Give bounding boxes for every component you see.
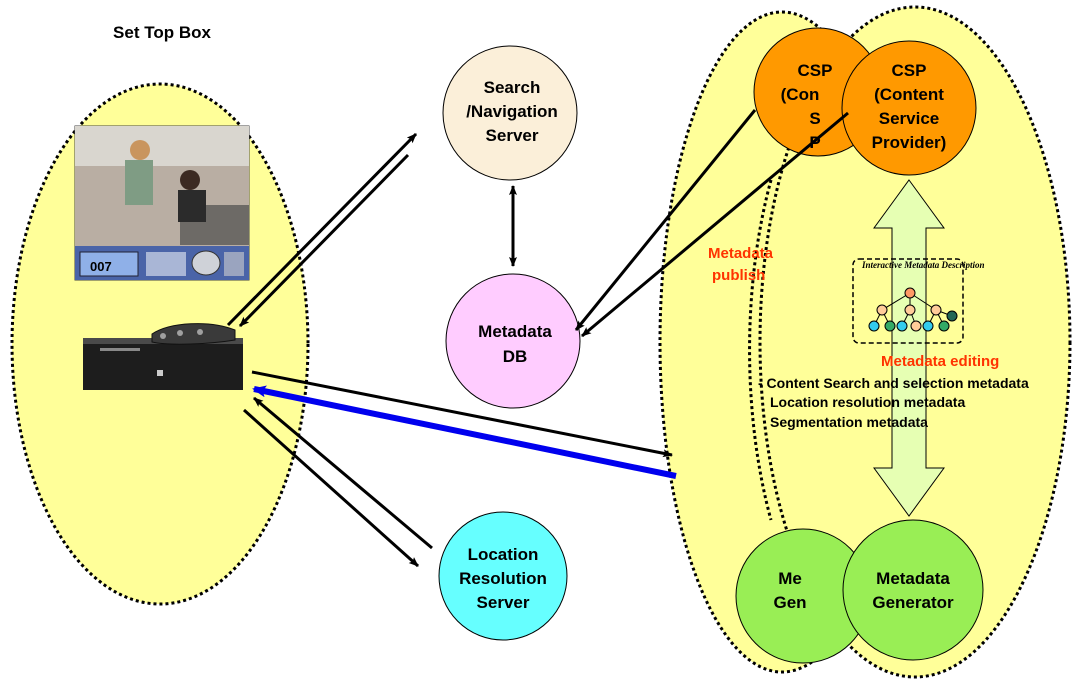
search-navigation-server-node [442,45,578,181]
csp-back-label-2: (Con [781,85,820,104]
generator-front-label-1: Metadata [876,569,950,588]
generator-front-label-2: Generator [872,593,954,612]
generator-back-label-1: Me [778,569,802,588]
arrow-stb-to-search [226,132,418,327]
search-server-label-3: Server [486,126,539,145]
location-resolution-server-node [438,511,568,641]
location-server-label-3: Server [477,593,530,612]
generator-front-node [842,519,984,661]
csp-back-label-3: S [809,109,820,128]
metadata-editing-label: Metadata editing [881,353,999,370]
csp-back-label-1: CSP [798,61,833,80]
location-server-label-2: Resolution [459,569,547,588]
csp-front-label-2: (Content [874,85,944,104]
arrow-csp-front-to-db [581,111,849,338]
metadata-db-node [445,273,581,409]
arrow-stb-to-provider [251,370,673,458]
metadata-db-label-1: Metadata [478,322,552,341]
arrow-csp-back-to-db [574,109,757,331]
tv-channel-number: 007 [90,259,112,274]
arrow-search-to-stb [238,153,410,328]
set-top-box-title: Set Top Box [113,23,211,42]
search-server-label-2: /Navigation [466,102,558,121]
arrow-stb-to-location [242,408,420,568]
metadata-type-2: Location resolution metadata [770,394,965,410]
metadata-editing-double-arrow [873,179,945,517]
location-server-label-1: Location [468,545,539,564]
metadata-publish-label-1: Metadata [708,245,774,262]
set-top-box-device [83,323,243,390]
metadata-type-1: - Content Search and selection metadata [758,375,1029,391]
arrow-provider-to-stb-blue [252,385,677,479]
tv-screen-image: 007 [74,125,250,281]
generator-back-label-2: Gen [773,593,806,612]
interactive-metadata-box [852,258,964,344]
metadata-publish-label-2: publish [712,267,765,284]
search-server-label-1: Search [484,78,541,97]
metadata-db-label-2: DB [503,347,528,366]
interactive-metadata-label: Interactive Metadata Description [861,260,985,270]
csp-front-label-3: Service [879,109,940,128]
metadata-tree-icon [868,287,958,332]
csp-front-label-4: Provider) [872,133,947,152]
arrow-location-to-stb [253,396,433,550]
csp-front-node [841,40,977,176]
metadata-type-3: Segmentation metadata [770,414,928,430]
csp-front-label-1: CSP [892,61,927,80]
